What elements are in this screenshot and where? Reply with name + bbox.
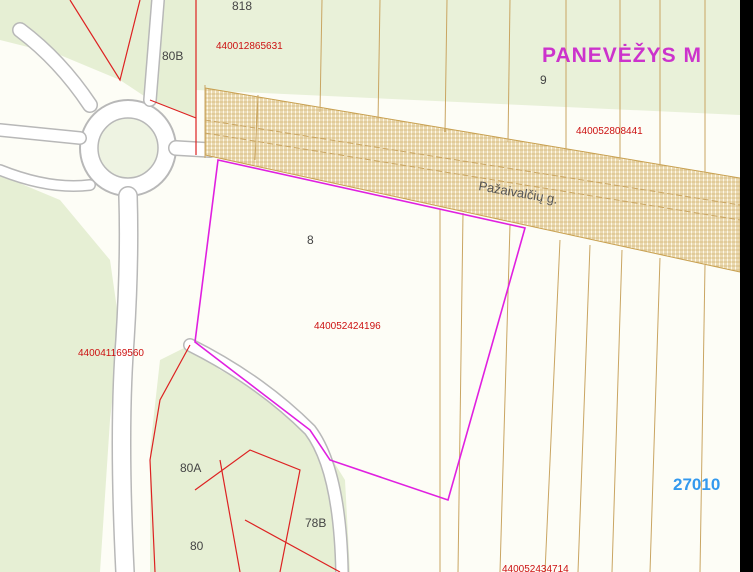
- parcel-number-8: 8: [307, 233, 314, 247]
- parcel-number-80: 80: [190, 539, 204, 553]
- property-lines: [204, 0, 741, 572]
- city-label: PANEVĖŽYS M: [542, 43, 702, 67]
- parcel-code-selected: 440052424196: [314, 321, 381, 332]
- parcel-number-80a: 80A: [180, 461, 201, 475]
- viewport-edge: [740, 0, 753, 572]
- road-network: [0, 0, 349, 572]
- selected-parcel-outline[interactable]: [194, 159, 527, 502]
- parcel-number-top-clip: 818: [232, 0, 252, 13]
- parcel-number-9: 9: [540, 73, 547, 87]
- parcel-code-top-left: 440012865631: [216, 41, 283, 52]
- parcel-number-80b: 80B: [162, 49, 183, 63]
- parcel-code-bottom: 440052434714: [502, 564, 569, 572]
- parcel-number-78b: 78B: [305, 516, 326, 530]
- zone-label: 27010: [673, 475, 720, 494]
- parcel-code-top-right: 440052808441: [576, 126, 643, 137]
- parcel-boundaries: [69, 0, 341, 572]
- parcel-code-left: 440041169560: [78, 348, 144, 359]
